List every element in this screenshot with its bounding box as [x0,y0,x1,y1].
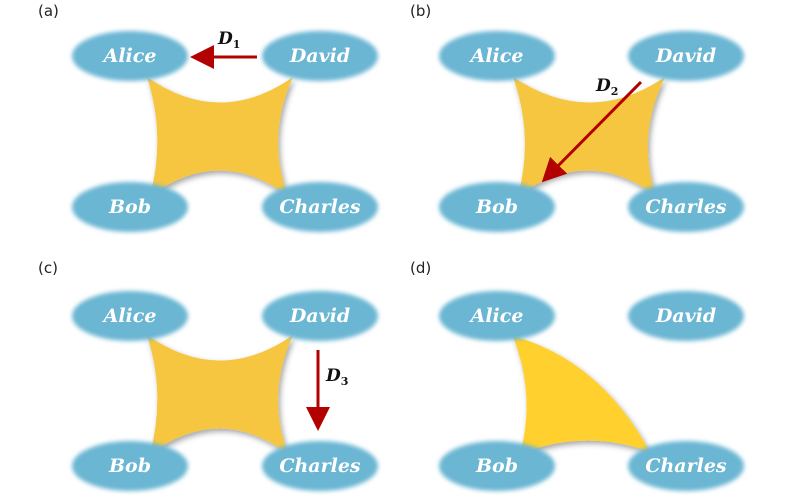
node-charles: Charles [628,441,744,491]
node-david: David [628,31,744,81]
node-alice: Alice [72,31,188,81]
panel-d: (d) Alice David Bob Charles [410,259,744,491]
node-label: Alice [469,305,524,327]
node-alice: Alice [72,291,188,341]
node-charles: Charles [262,182,378,232]
node-bob: Bob [72,441,188,491]
node-label: Alice [102,305,157,327]
arrow-label: D2 [595,76,618,98]
node-label: David [655,305,716,327]
node-label: Bob [108,196,151,218]
panel-label: (a) [38,2,59,20]
hyperedge-star [147,335,293,454]
node-label: Charles [279,196,361,218]
node-david: David [262,31,378,81]
node-charles: Charles [262,441,378,491]
panel-label: (d) [410,259,431,277]
panel-label: (b) [410,2,431,20]
node-label: Bob [108,455,151,477]
node-bob: Bob [439,182,555,232]
node-bob: Bob [72,182,188,232]
node-label: David [655,45,716,67]
arrow-label: D3 [325,366,348,388]
node-label: Alice [102,45,157,67]
panel-label: (c) [38,259,58,277]
node-alice: Alice [439,31,555,81]
node-david: David [262,291,378,341]
hyperedge-triangle [513,336,650,454]
node-label: Alice [469,45,524,67]
node-bob: Bob [439,441,555,491]
arrow-label: D1 [217,29,240,51]
node-label: Charles [645,455,727,477]
node-label: Bob [475,196,518,218]
node-label: Bob [475,455,518,477]
node-alice: Alice [439,291,555,341]
panel-a: (a) Alice David Bob Charles D1 [38,2,378,232]
node-charles: Charles [628,182,744,232]
panel-b: (b) Alice David Bob Charles D2 [410,2,744,232]
panel-c: (c) Alice David Bob Charles D3 [38,259,378,491]
node-label: David [289,45,350,67]
hyperedge-star [147,77,293,196]
node-david: David [628,291,744,341]
node-label: David [289,305,350,327]
node-label: Charles [279,455,361,477]
arrow-d2 [541,80,643,183]
node-label: Charles [645,196,727,218]
